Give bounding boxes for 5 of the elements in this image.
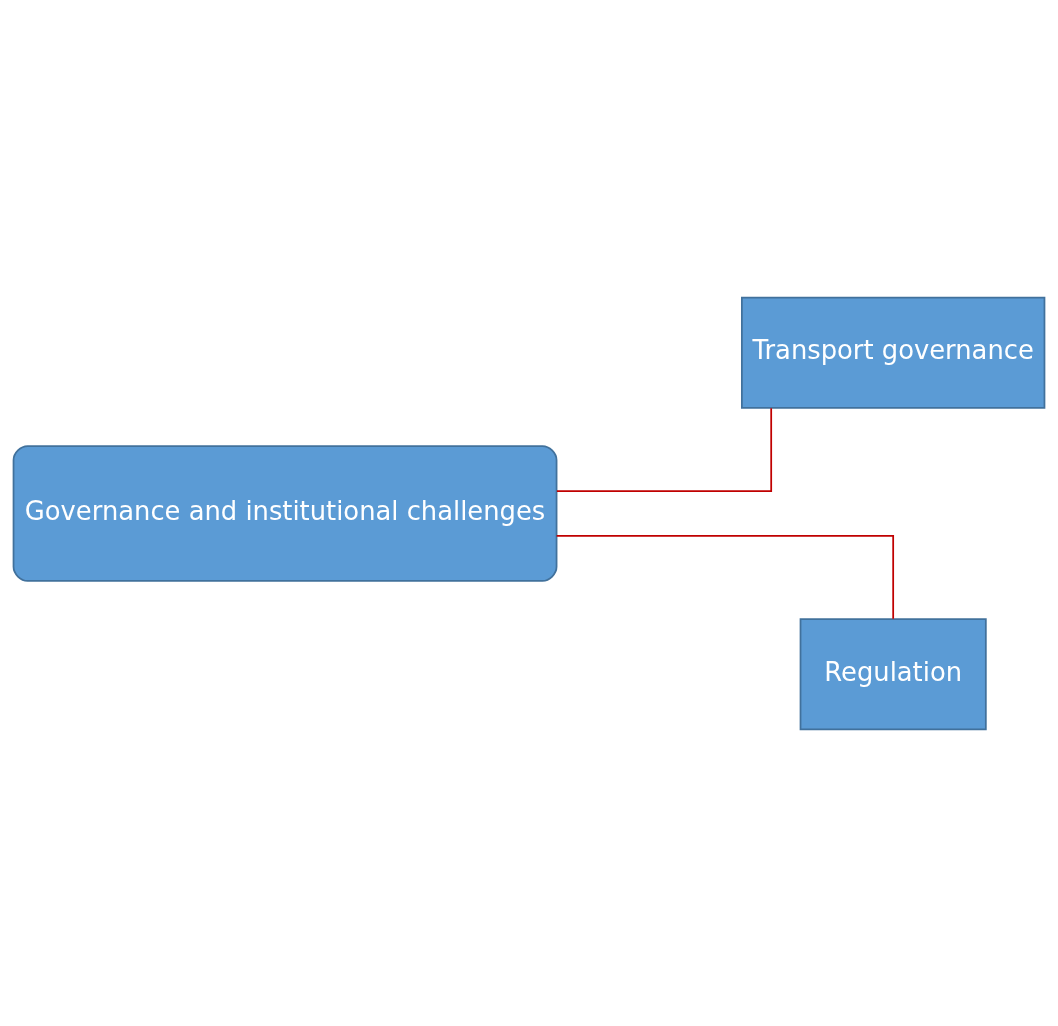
node-box: Transport governance	[741, 296, 1046, 409]
connector	[556, 406, 773, 492]
node-box: Regulation	[799, 617, 987, 730]
connector	[555, 534, 895, 620]
node-box: Governance and institutional challenges	[12, 444, 558, 582]
